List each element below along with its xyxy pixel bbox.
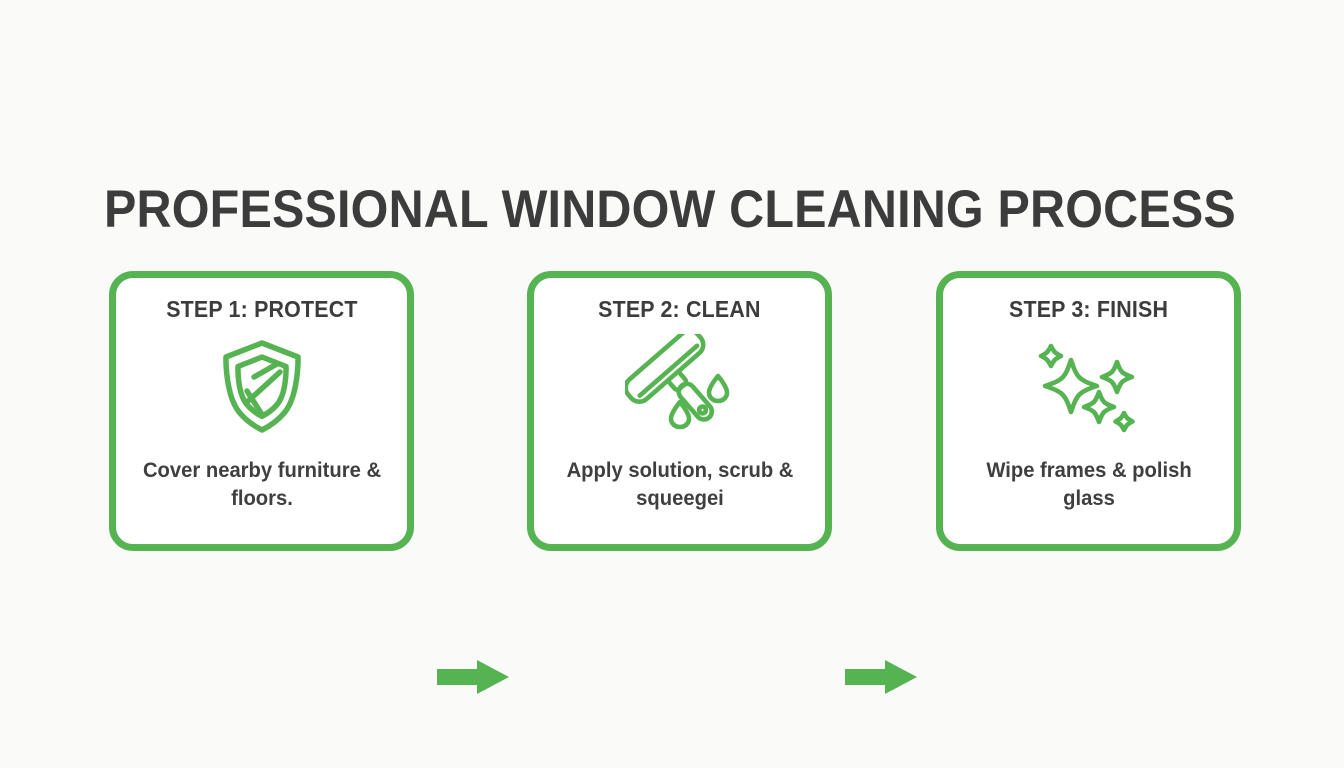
step-2-title: STEP 2: CLEAN — [598, 296, 761, 322]
step-card-3[interactable]: STEP 3: FINISH Wipe frames & polish glas… — [936, 271, 1241, 551]
step-1-title: STEP 1: PROTECT — [165, 296, 358, 322]
arrow-right-icon-2 — [845, 660, 917, 694]
sparkles-icon — [1031, 334, 1147, 438]
shield-icon — [210, 334, 314, 438]
step-card-1[interactable]: STEP 1: PROTECT Cover nearby furniture &… — [109, 271, 414, 551]
step-3-description: Wipe frames & polish glass — [985, 458, 1192, 510]
process-steps-row: STEP 1: PROTECT Cover nearby furniture &… — [0, 271, 1344, 694]
step-2-description: Apply solution, scrub & squeegei — [566, 458, 793, 510]
step-1-description: Cover nearby furniture & floors. — [142, 458, 381, 510]
arrow-right-icon-1 — [437, 660, 509, 694]
step-card-2[interactable]: STEP 2: CLEAN — [527, 271, 832, 551]
squeegee-icon — [624, 334, 735, 438]
page-title: PROFESSIONAL WINDOW CLEANING PROCESS — [104, 179, 1236, 239]
step-3-title: STEP 3: FINISH — [1008, 296, 1169, 322]
